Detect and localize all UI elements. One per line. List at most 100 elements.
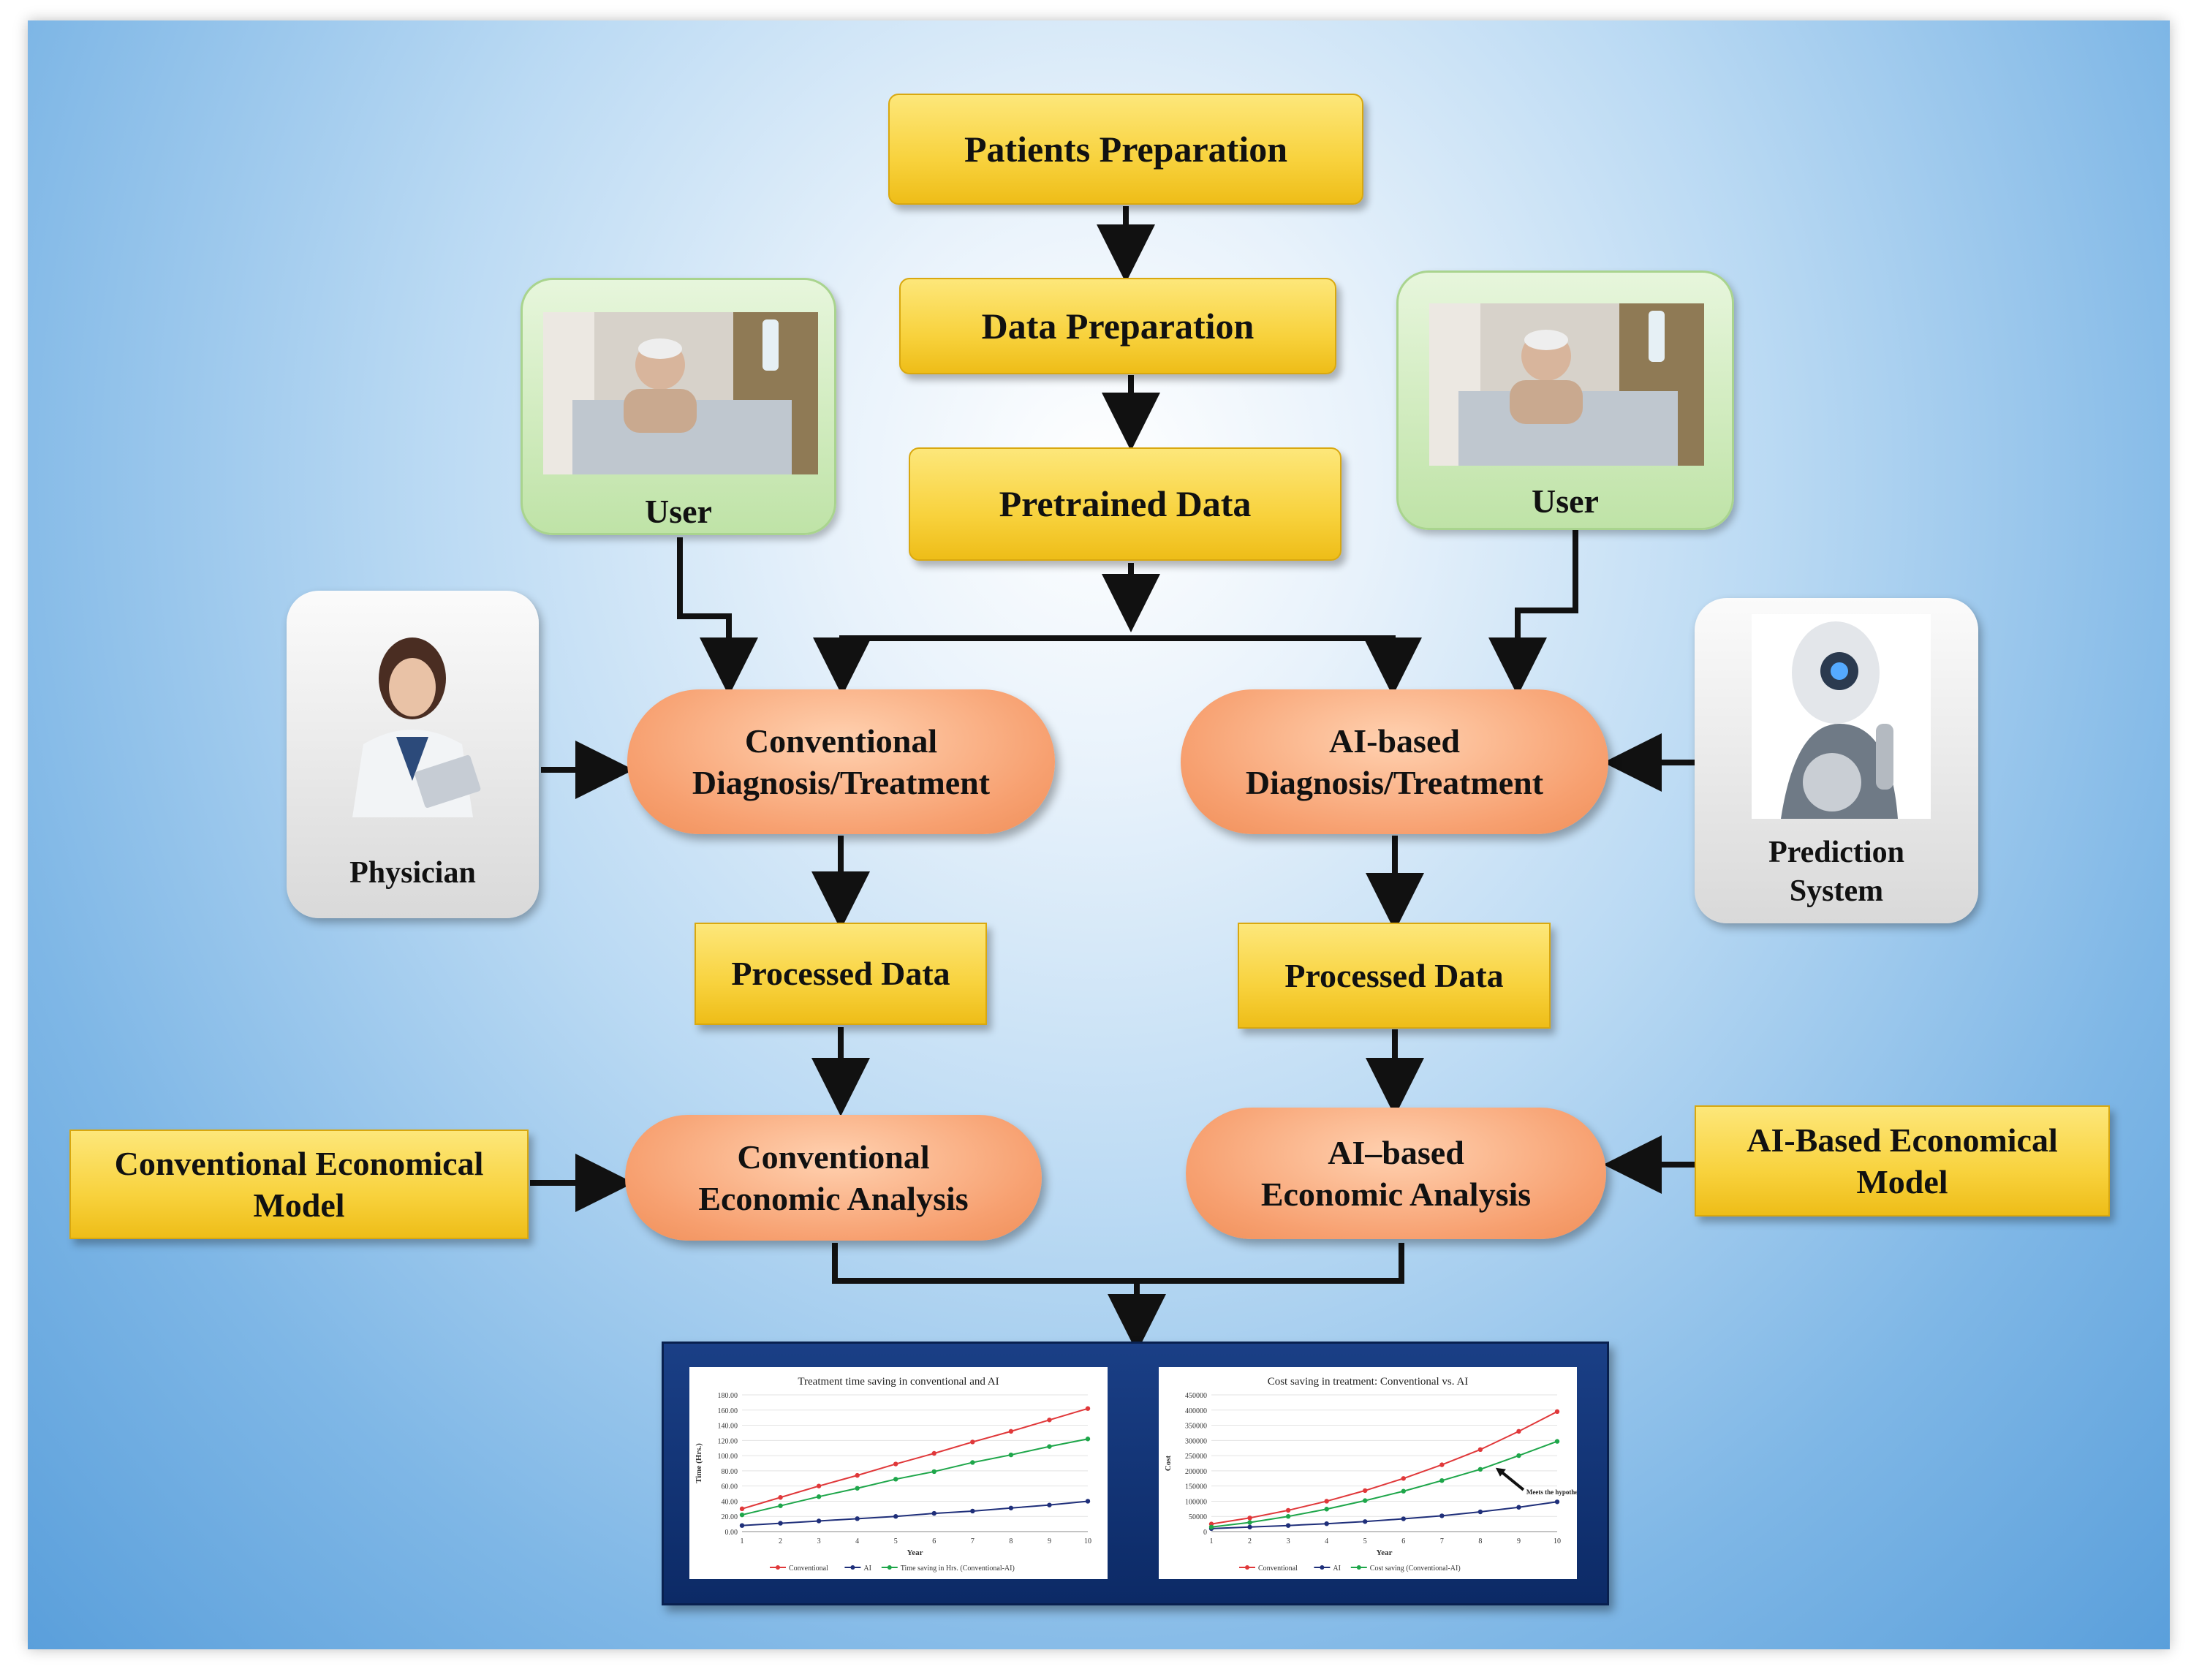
x-axis-label: Year [907, 1548, 923, 1557]
ai-economic-analysis-line1: AI–based [1328, 1133, 1464, 1171]
connector-split [839, 635, 1396, 642]
data-point [931, 1510, 936, 1516]
data-point [1324, 1507, 1329, 1512]
cost-saving-chart-svg: Cost saving in treatment: Conventional v… [1164, 1376, 1585, 1573]
legend-marker [1245, 1565, 1249, 1570]
legend-marker [887, 1565, 892, 1570]
y-tick-label: 400000 [1185, 1407, 1207, 1415]
y-tick-label: 250000 [1185, 1453, 1207, 1461]
y-tick-label: 0.00 [725, 1529, 738, 1537]
patient-photo-icon-right [1429, 303, 1704, 466]
x-tick-label: 3 [1287, 1537, 1290, 1545]
x-tick-label: 4 [855, 1537, 859, 1545]
x-tick-label: 8 [1478, 1537, 1482, 1545]
data-point [1008, 1505, 1014, 1510]
x-tick-label: 5 [894, 1537, 898, 1545]
series-line [741, 1407, 1089, 1510]
conventional-economic-model-box: Conventional Economical Model [69, 1130, 529, 1239]
y-tick-label: 140.00 [718, 1423, 738, 1431]
conventional-diagnosis-node: Conventional Diagnosis/Treatment [627, 689, 1055, 834]
conventional-economic-analysis-line1: Conventional [737, 1138, 930, 1176]
processed-data-right-label: Processed Data [1284, 956, 1504, 994]
y-tick-label: 100000 [1185, 1498, 1207, 1506]
data-point [1008, 1429, 1014, 1434]
y-tick-label: 200000 [1185, 1468, 1207, 1476]
data-point [1085, 1437, 1091, 1442]
doctor-photo-icon [352, 637, 481, 817]
x-tick-label: 3 [817, 1537, 821, 1545]
legend-marker [850, 1565, 855, 1570]
data-point [816, 1518, 822, 1524]
patient-photo-icon [543, 312, 818, 474]
data-point [1439, 1477, 1445, 1483]
x-tick-label: 1 [1210, 1537, 1214, 1545]
y-tick-label: 80.00 [722, 1468, 738, 1476]
data-point [931, 1469, 936, 1475]
cost-saving-chart: Cost saving in treatment: Conventional v… [1159, 1367, 1585, 1579]
legend-label: Cost saving (Conventional-AI) [1370, 1564, 1461, 1573]
time-saving-chart-svg: Treatment time saving in conventional an… [695, 1376, 1091, 1573]
y-tick-label: 100.00 [718, 1453, 738, 1461]
data-point [1477, 1447, 1483, 1452]
chart-title: Cost saving in treatment: Conventional v… [1268, 1376, 1469, 1388]
data-point [739, 1523, 745, 1528]
series-line [1211, 1501, 1558, 1529]
connector-analysis-merge [832, 1243, 1404, 1284]
y-axis-label: Time (Hrs.) [695, 1443, 703, 1483]
patients-preparation-box: Patients Preparation [888, 94, 1363, 205]
legend-marker [1320, 1565, 1325, 1570]
time-saving-chart: Treatment time saving in conventional an… [689, 1367, 1108, 1579]
data-point [1439, 1462, 1445, 1467]
data-point [1047, 1444, 1052, 1449]
conventional-economic-analysis-line2: Economic Analysis [698, 1180, 969, 1217]
data-point [1285, 1507, 1291, 1513]
legend-marker [1356, 1565, 1361, 1570]
series-line [1211, 1440, 1558, 1528]
x-tick-label: 7 [1440, 1537, 1444, 1545]
y-tick-label: 150000 [1185, 1483, 1207, 1491]
prediction-system-line1: Prediction [1768, 836, 1904, 869]
user-left-label: User [645, 493, 712, 530]
conventional-economic-analysis-node: Conventional Economic Analysis [625, 1115, 1042, 1241]
robot-photo-icon [1752, 614, 1931, 819]
data-point [816, 1483, 822, 1488]
legend-label: AI [863, 1564, 871, 1573]
data-point [1085, 1499, 1091, 1504]
prediction-system-card: Prediction System [1695, 598, 1978, 923]
series-line [741, 1438, 1089, 1516]
data-preparation-box: Data Preparation [899, 278, 1336, 374]
data-point [1324, 1499, 1329, 1504]
data-point [970, 1460, 975, 1465]
x-tick-label: 8 [1009, 1537, 1013, 1545]
x-tick-label: 2 [1248, 1537, 1252, 1545]
data-point [1363, 1488, 1368, 1494]
conventional-economic-model-line2: Model [253, 1187, 345, 1224]
x-tick-label: 6 [932, 1537, 936, 1545]
data-point [778, 1495, 783, 1500]
data-point [1285, 1514, 1291, 1519]
y-tick-label: 60.00 [722, 1483, 738, 1491]
prediction-system-label: Prediction System [1695, 833, 1978, 910]
ai-economic-model-box: AI-Based Economical Model [1695, 1105, 2110, 1217]
data-point [1401, 1488, 1406, 1494]
y-tick-label: 120.00 [718, 1437, 738, 1445]
conventional-diagnosis-line1: Conventional [744, 722, 938, 760]
prediction-system-line2: System [1789, 874, 1884, 908]
data-point [1439, 1513, 1445, 1518]
data-point [893, 1477, 898, 1482]
data-preparation-label: Data Preparation [981, 305, 1255, 347]
arrow-user-right-to-ai [1488, 530, 1578, 696]
annotation-arrow [1499, 1469, 1525, 1491]
y-tick-label: 160.00 [718, 1407, 738, 1415]
y-tick-label: 20.00 [722, 1513, 738, 1521]
data-point [1516, 1453, 1521, 1458]
ai-diagnosis-node: AI-based Diagnosis/Treatment [1181, 689, 1608, 834]
data-point [893, 1461, 898, 1467]
user-card-left: User [521, 278, 836, 535]
data-point [739, 1506, 745, 1512]
x-tick-label: 9 [1517, 1537, 1521, 1545]
data-point [1008, 1452, 1014, 1458]
physician-card: Physician [287, 591, 539, 918]
ai-economic-analysis-node: AI–based Economic Analysis [1186, 1108, 1606, 1239]
